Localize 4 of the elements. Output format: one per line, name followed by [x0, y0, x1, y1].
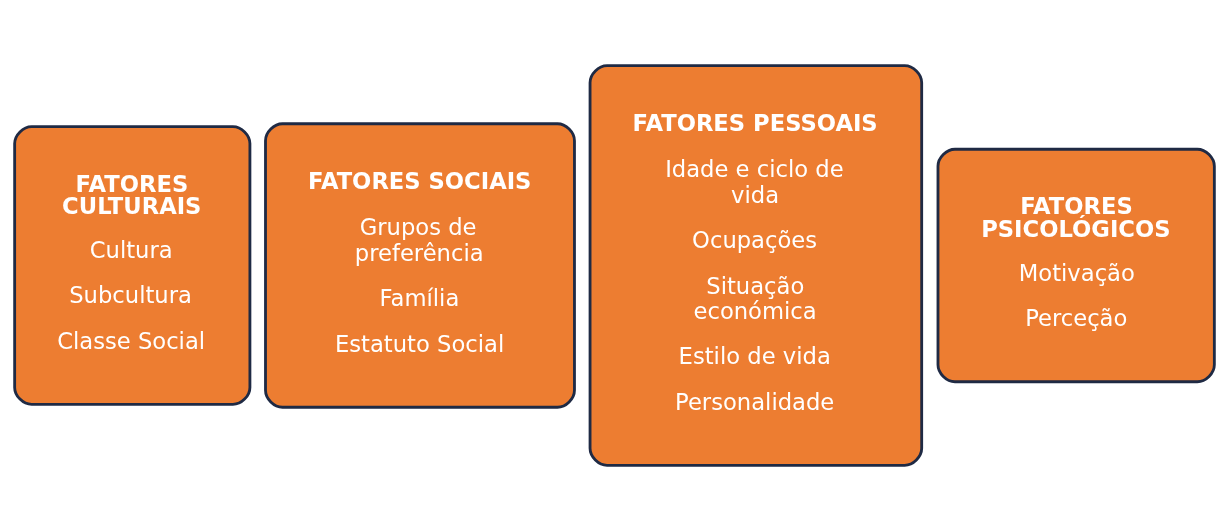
node-box: FATORES CULTURAIS Cultura Subcultura Classe Social	[13, 125, 252, 406]
node-box: FATORES PESSOAIS Idade e ciclo de vida Ocupações Situação económica Estilo de vida Personalidade	[588, 64, 924, 467]
node-box: FATORES SOCIAIS Grupos de preferência Família Estatuto Social	[264, 122, 576, 409]
node-box: FATORES PSICOLÓGICOS Motivação Perceção	[936, 147, 1216, 384]
